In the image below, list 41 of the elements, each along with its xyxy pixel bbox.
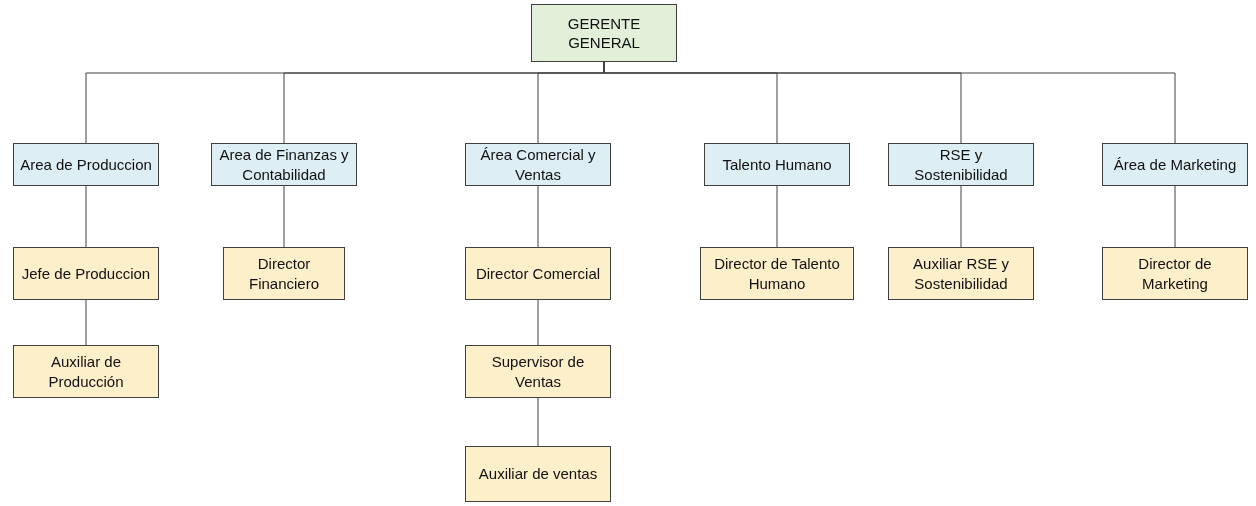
role-box xyxy=(465,247,611,300)
connector-line xyxy=(85,299,87,346)
role-box xyxy=(700,247,854,300)
box-label: RSE y Sostenibilidad xyxy=(913,145,1009,184)
connector-line xyxy=(283,185,285,248)
connector-line xyxy=(537,397,539,447)
box-label: Director de Marketing xyxy=(1137,254,1213,293)
box-label: Supervisor de Ventas xyxy=(490,352,586,391)
box-label: Auxiliar RSE y Sostenibilidad xyxy=(912,254,1010,293)
connector-line xyxy=(537,299,539,346)
role-box xyxy=(13,247,159,300)
role-box xyxy=(1102,247,1248,300)
connector-line xyxy=(537,185,539,248)
connector-line xyxy=(1174,185,1176,248)
connector-line xyxy=(960,185,962,248)
box-label: Área Comercial y Ventas xyxy=(479,145,597,184)
box-label: Director de Talento Humano xyxy=(713,254,841,293)
box-label: Auxiliar de Producción xyxy=(47,352,125,391)
role-box xyxy=(465,345,611,398)
box-label: Jefe de Produccion xyxy=(21,263,151,284)
box-label: Talento Humano xyxy=(722,154,832,175)
department-box xyxy=(1102,143,1248,186)
manager-box xyxy=(531,4,677,62)
box-label: Area de Finanzas y Contabilidad xyxy=(218,145,350,184)
role-box xyxy=(223,247,345,300)
box-label: GERENTE GENERAL xyxy=(566,13,642,53)
connector-line xyxy=(85,185,87,248)
box-label: Área de Marketing xyxy=(1113,154,1237,175)
role-box xyxy=(888,247,1034,300)
department-box xyxy=(211,143,357,186)
box-label: Auxiliar de ventas xyxy=(478,464,598,484)
department-box xyxy=(465,143,611,186)
box-label: Area de Produccion xyxy=(20,154,152,175)
department-box xyxy=(704,143,850,186)
department-box xyxy=(13,143,159,186)
box-label: Director Comercial xyxy=(475,263,601,284)
role-box xyxy=(465,446,611,502)
box-label: Director Financiero xyxy=(247,254,320,293)
department-box xyxy=(888,143,1034,186)
connector-line xyxy=(776,185,778,248)
role-box xyxy=(13,345,159,398)
